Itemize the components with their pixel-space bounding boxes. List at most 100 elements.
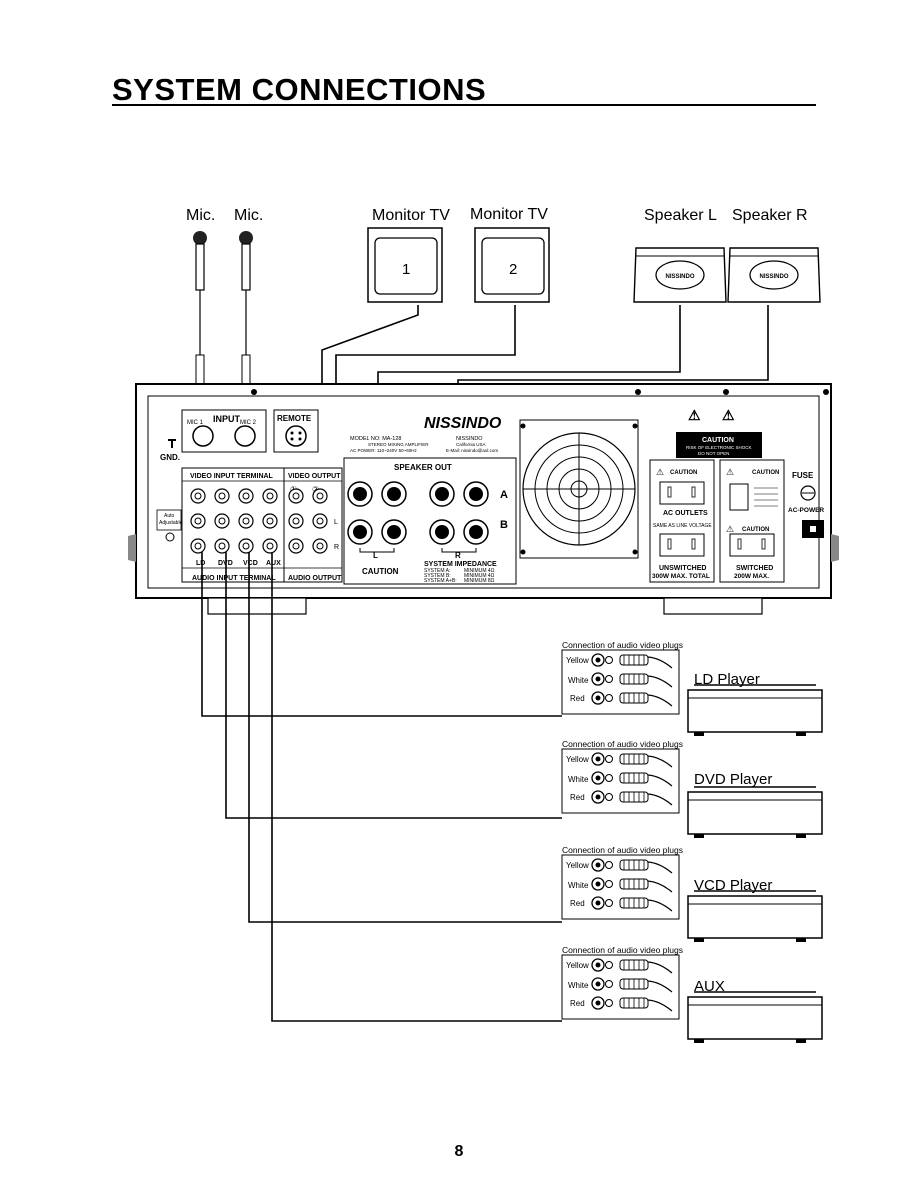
player-label-dvd: DVD Player [694,771,772,788]
microphone-1: Mic. [186,207,215,395]
auto-label: Auto [164,513,175,519]
model-line-2: STEREO MIXING AMPLIFIER [368,442,429,447]
player-box [687,684,823,736]
caution-line-1: RISK OF ELECTRONIC SHOCK [686,445,752,450]
row-l-label: L [334,519,338,526]
input-vcd-label: VCD [243,560,258,567]
monitor-tv-1: Monitor TV 1 [367,207,450,303]
model-line-1: MODEL NO: MA-128 [350,436,401,442]
speaker-l-brand: NISSINDO [665,274,694,280]
impedance-ab-name: SYSTEM A+B: [424,578,457,584]
microphone-2: Mic. [234,207,263,395]
player-label-aux: AUX [694,978,725,995]
title-rule [112,104,816,106]
caution-small-1: CAUTION [670,470,697,476]
caution-top-label: CAUTION [702,437,734,444]
fuse-label: FUSE [792,471,814,480]
rca-jack [312,513,328,529]
unswitched-label: UNSWITCHED [659,565,706,572]
speaker-out-panel: SPEAKER OUT A B L R CAUTION SYSTEM IMPED… [343,457,517,585]
remote-label: REMOTE [277,414,312,423]
rca-jacks [190,488,328,554]
tv-1-label: Monitor TV [372,207,450,224]
svg-text:⚠: ⚠ [726,524,734,534]
speaker-r-label: Speaker R [732,207,808,224]
rca-jack [288,513,304,529]
rca-jack [262,513,278,529]
caution-sticker: ⚠ ⚠ CAUTION RISK OF ELECTRONIC SHOCK DO … [676,407,762,458]
ac-power-label: AC-POWER [788,507,824,514]
mic-1-label: Mic. [186,207,215,224]
svg-text:⚠: ⚠ [688,407,701,423]
system-a-label: A [500,489,508,501]
unswitched-outlet: ⚠ CAUTION AC OUTLETS SAME AS LINE VOLTAG… [649,459,715,583]
mic-2-label: Mic. [234,207,263,224]
impedance-ab-value: MINIMUM 8Ω [464,578,495,584]
connection-row [561,854,680,920]
svg-text:⚠: ⚠ [722,407,735,423]
speaker-l-terminal-label: L [373,551,378,560]
rca-jack [214,538,230,554]
input-aux-label: AUX [266,560,281,567]
terminal-panel: VIDEO INPUT TERMINAL VIDEO OUTPUT AUDIO … [181,467,343,583]
switched-outlet: ⚠ CAUTION ⚠ CAUTION SWITCHED 200W MAX. [719,459,785,583]
speaker-out-label: SPEAKER OUT [394,463,452,472]
impedance-b-name: SYSTEM B: [424,573,451,579]
input-label: INPUT [213,414,241,424]
ac-outlets-label: AC OUTLETS [663,510,708,517]
video-output-label: VIDEO OUTPUT [288,473,341,480]
same-as-line-label: SAME AS LINE VOLTAGE [653,523,712,529]
rca-jack [214,513,230,529]
connection-row [561,954,680,1020]
plug-color-yellow-2: Yellow [566,755,589,764]
plug-color-red-1: Red [570,694,585,703]
brand-block: NISSINDO MODEL NO: MA-128 STEREO MIXING … [350,415,502,453]
amplifier: MIC 1 INPUT MIC 2 REMOTE GND. Auto Adjus… [128,383,839,615]
row-labels: Connection of audio video plugs Yellow W… [562,640,772,1008]
rca-jack [190,488,206,504]
mic2-jack-label: MIC 2 [240,420,257,426]
connection-rows [561,649,823,1043]
audio-input-terminal-label: AUDIO INPUT TERMINAL [192,575,276,582]
mic-input-panel: MIC 1 INPUT MIC 2 [181,409,267,453]
output-2-label: ② [312,485,319,494]
brand-logo: NISSINDO [424,415,502,432]
plug-color-white-1: White [568,676,589,685]
switched-label: SWITCHED [736,565,773,572]
plug-section-title-4: Connection of audio video plugs [562,945,683,955]
adjustable-label: Adjustable [159,520,183,526]
auto-adjust: Auto Adjustable [156,509,183,542]
plug-color-yellow-3: Yellow [566,861,589,870]
player-label-ld: LD Player [694,671,760,688]
speaker-left: Speaker L NISSINDO [633,207,727,303]
maker-line-3: E-Mail: nissindo@aol.com [446,448,498,453]
model-line-3: AC POWER: 110~240V 50~60Hz [350,448,417,453]
rca-jack [312,488,328,504]
video-input-terminal-label: VIDEO INPUT TERMINAL [190,473,274,480]
audio-output-label: AUDIO OUTPUT [288,575,342,582]
caution-small-2: CAUTION [752,470,779,476]
input-ld-label: LD [196,560,205,567]
page-title: SYSTEM CONNECTIONS [112,72,487,107]
plug-color-red-2: Red [570,793,585,802]
plug-color-white-4: White [568,981,589,990]
svg-text:⚠: ⚠ [656,467,664,477]
player-box [687,991,823,1043]
gnd-label: GND. [160,453,180,462]
speaker-caution-label: CAUTION [362,567,399,576]
rca-jack [288,488,304,504]
page-number: 8 [454,1143,464,1160]
plug-color-white-2: White [568,775,589,784]
rca-jack [262,538,278,554]
connection-row [561,649,680,715]
caution-line-2: DO NOT OPEN [698,451,729,456]
speaker-r-terminal-label: R [455,551,461,560]
rca-jack [238,513,254,529]
player-label-vcd: VCD Player [694,877,772,894]
ground-terminal: GND. [160,439,180,462]
tv-1-number: 1 [402,261,410,278]
plug-section-title-1: Connection of audio video plugs [562,640,683,650]
monitor-tv-2: Monitor TV 2 [470,206,550,303]
plug-color-white-3: White [568,881,589,890]
plug-color-yellow-4: Yellow [566,961,589,970]
